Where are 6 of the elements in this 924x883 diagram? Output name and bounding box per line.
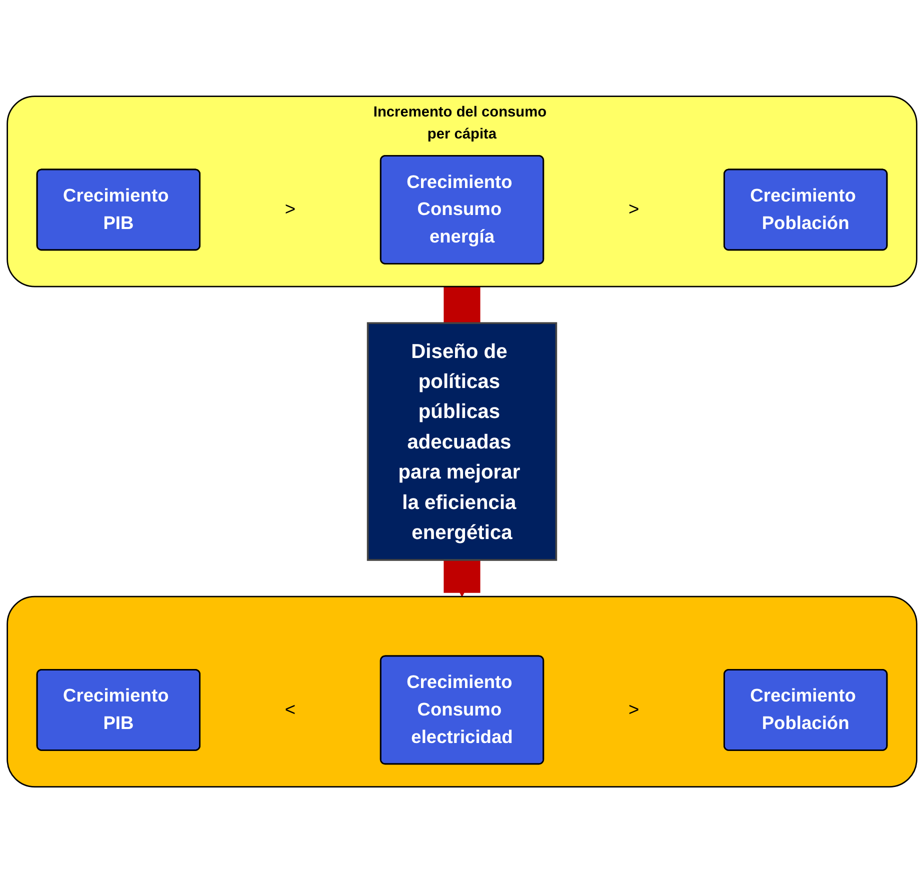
label: > [628, 200, 640, 220]
node-box: Diseño de políticas públicas adecuadas para mejorar la eficiencia energética [366, 322, 558, 561]
label: > [628, 700, 640, 720]
cluster [6, 596, 918, 788]
label: > [284, 200, 296, 220]
label: < [284, 700, 296, 720]
